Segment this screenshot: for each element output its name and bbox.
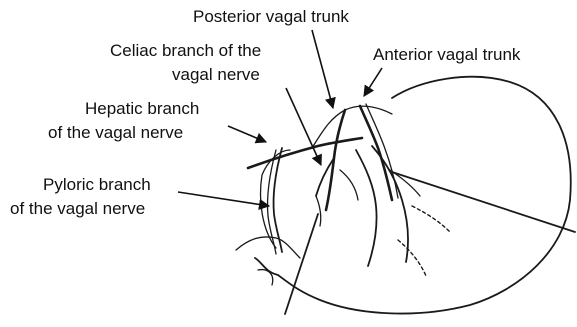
stomach-outline [255,77,571,314]
celiac-branch-label-line1: Celiac branch of the [110,41,261,60]
hepatic-branch-leader [228,126,266,142]
pyloric-branch-callout: Pyloric branch of the vagal nerve [10,175,269,218]
hepatic-branch-label-line2: of the vagal nerve [48,123,183,142]
posterior-vagal-trunk-leader [312,30,333,108]
pylorus-duodenum [261,150,290,248]
anterior-vagal-trunk-label: Anterior vagal trunk [373,45,521,64]
pyloric-branch-label-line1: Pyloric branch [43,175,151,194]
gastric-branch-4 [340,170,358,200]
hepatic-branch-label-line1: Hepatic branch [85,99,199,118]
posterior-vagal-trunk-label: Posterior vagal trunk [193,7,349,26]
posterior-trunk-nerve [326,110,345,210]
gastric-branch-5 [316,196,321,226]
nerve-branches [248,104,575,314]
hepatic-branch-nerve [248,138,362,168]
anterior-vagal-trunk-callout: Anterior vagal trunk [364,45,521,96]
gastric-branch-1 [356,150,377,266]
pyloric-branch-leader [178,192,269,206]
hepatic-branch-callout: Hepatic branch of the vagal nerve [48,99,266,142]
stomach-lesser-curve [236,237,300,258]
pyloric-branch-label-line2: of the vagal nerve [10,199,145,218]
instrument-line-right [392,172,575,232]
anterior-vagal-trunk-leader [364,68,382,96]
stomach-illustration [236,77,571,314]
pyloric-branch-nerve [273,148,282,252]
hidden-nerve-2 [398,240,426,276]
celiac-branch-label-line2: vagal nerve [172,65,260,84]
esophagus-wall [312,106,392,148]
hidden-nerve-1 [412,206,450,232]
instrument-line-left [285,214,318,314]
